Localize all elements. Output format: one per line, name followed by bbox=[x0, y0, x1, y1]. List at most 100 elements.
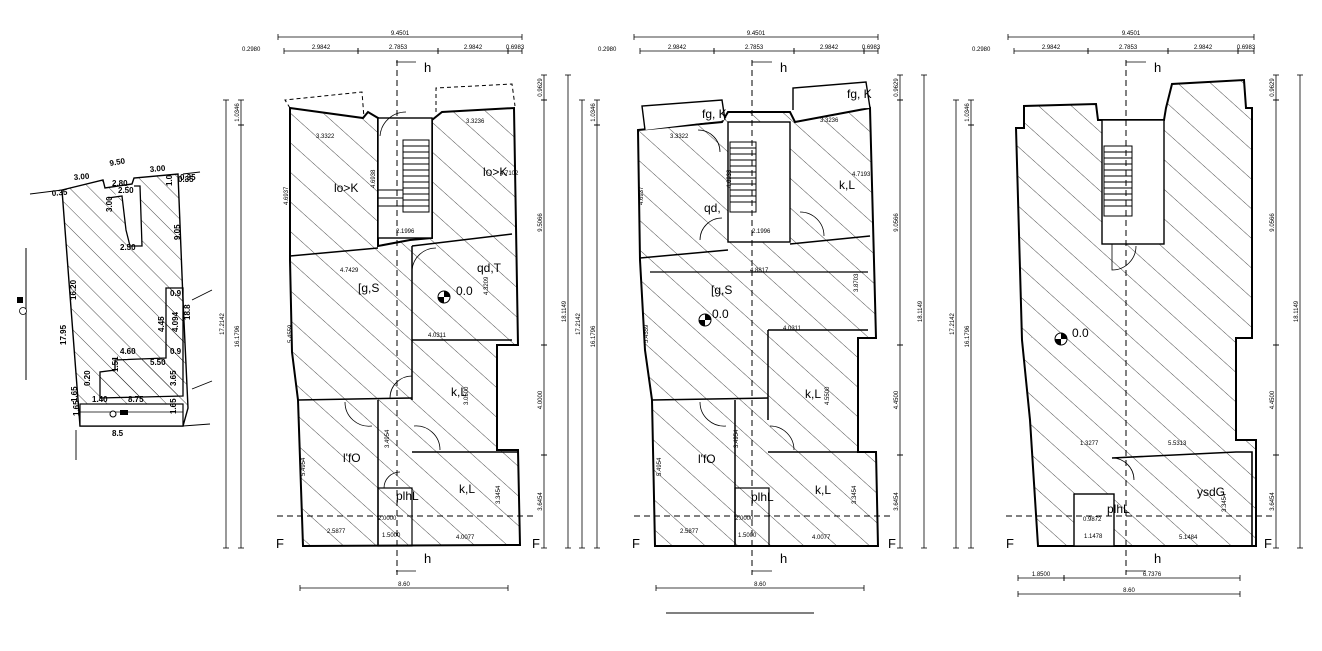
dimension-label: 9.0566 bbox=[894, 213, 900, 232]
inner-dimension: 1.1478 bbox=[1084, 534, 1103, 540]
dimension-label: 2.9842 bbox=[668, 45, 687, 51]
level-label: 0.0 bbox=[1072, 326, 1089, 340]
site-bottom-strip bbox=[79, 403, 184, 427]
site-dimension: 1.65 bbox=[70, 386, 79, 402]
site-dimension: 1.51 bbox=[111, 356, 120, 372]
room-label: fg, K bbox=[847, 87, 872, 101]
site-dimension: 1.40 bbox=[92, 395, 108, 404]
section-mark-h: h bbox=[424, 60, 431, 75]
site-dimension: 0.35 bbox=[178, 175, 194, 184]
dimension-label: 2.9842 bbox=[312, 45, 331, 51]
inner-dimension: 3.3454 bbox=[496, 485, 502, 504]
site-dimension: 1.65 bbox=[169, 398, 178, 414]
site-dimension: 18.8 bbox=[183, 304, 192, 320]
room-label: qd, bbox=[704, 201, 721, 215]
site-dimension: 1.0 bbox=[165, 174, 174, 186]
site-plan: 9.503.003.002.802.500.350.350.351.03.002… bbox=[17, 156, 213, 460]
inner-dimension: 4.0311 bbox=[428, 333, 447, 339]
site-dimension: 3.00 bbox=[105, 196, 114, 212]
inner-dimension: 3.3236 bbox=[820, 118, 839, 124]
dimension-label: 0.6983 bbox=[506, 45, 525, 51]
inner-dimension: 4.5500 bbox=[825, 386, 831, 405]
inner-dimension: 5.4559 bbox=[644, 324, 650, 343]
plan1-stairs bbox=[378, 139, 430, 213]
dimension-label: 18.1149 bbox=[1294, 300, 1300, 322]
section-mark-F: F bbox=[276, 536, 284, 551]
dimension-label: 0.9629 bbox=[538, 78, 544, 97]
room-label: [g,S bbox=[358, 281, 379, 295]
inner-dimension: 5.4559 bbox=[288, 324, 294, 343]
inner-dimension: 4.6937 bbox=[639, 186, 645, 205]
site-dimension: 4.45 bbox=[157, 316, 166, 332]
plan1-bath bbox=[377, 487, 413, 547]
inner-dimension: 3.3322 bbox=[670, 134, 689, 140]
dimension-label: 2.9842 bbox=[1042, 45, 1061, 51]
room-label: k,L bbox=[459, 482, 475, 496]
site-dimension: 0.35 bbox=[51, 188, 68, 198]
dimension-label: 4.4500 bbox=[894, 390, 900, 409]
dimension-label: 1.8500 bbox=[1032, 572, 1051, 578]
site-dimension: 4.60 bbox=[120, 347, 136, 356]
site-dimension: 3.00 bbox=[149, 164, 166, 174]
site-dimension: 17.95 bbox=[59, 324, 68, 345]
room-label: plhL bbox=[751, 490, 774, 504]
inner-dimension: 3.4954 bbox=[734, 429, 740, 448]
section-mark-h: h bbox=[1154, 60, 1161, 75]
site-dimension: 1.65 bbox=[72, 400, 81, 416]
room-label: fg, K bbox=[702, 107, 727, 121]
plan2-level-icon bbox=[698, 313, 712, 327]
room-label: ysdG bbox=[1197, 485, 1225, 499]
inner-dimension: 5.5313 bbox=[1168, 441, 1187, 447]
room-label: plhL bbox=[1107, 502, 1130, 516]
dimension-label: 1.0346 bbox=[235, 103, 241, 122]
dimension-label: 1.0346 bbox=[591, 103, 597, 122]
inner-dimension: 2.5877 bbox=[327, 529, 346, 535]
site-dimension: 2.80 bbox=[112, 179, 128, 188]
dimension-label: 2.7853 bbox=[1119, 45, 1138, 51]
dimension-label: 0.2980 bbox=[242, 47, 261, 53]
room-label: l'fO bbox=[343, 451, 361, 465]
dimension-label: 1.0346 bbox=[965, 103, 971, 122]
level-marker-icon bbox=[109, 410, 128, 418]
section-mark-F: F bbox=[1264, 536, 1272, 551]
room-label: k,L bbox=[815, 483, 831, 497]
section-mark-h: h bbox=[424, 551, 431, 566]
dimension-label: 0.2980 bbox=[598, 47, 617, 53]
site-dimension: 4.094 bbox=[171, 311, 180, 332]
inner-dimension: 3.8703 bbox=[854, 273, 860, 292]
plan1-balcony-left bbox=[284, 91, 365, 119]
section-mark-F: F bbox=[888, 536, 896, 551]
room-label: qd,T bbox=[477, 261, 502, 275]
dimension-label: 18.1149 bbox=[562, 300, 568, 322]
dimension-label: 0.6983 bbox=[862, 45, 881, 51]
dimension-label: 16.1796 bbox=[235, 325, 241, 347]
dimension-label: 17.2142 bbox=[220, 313, 226, 335]
dimension-label: 0.2980 bbox=[972, 47, 991, 53]
plan3-stairs bbox=[1103, 145, 1133, 217]
section-mark-h: h bbox=[780, 551, 787, 566]
dimension-label: 2.9842 bbox=[820, 45, 839, 51]
inner-dimension: 3.3322 bbox=[316, 134, 335, 140]
room-label: k,L bbox=[805, 387, 821, 401]
site-dimension: 0.20 bbox=[83, 370, 92, 386]
site-dimension: 16.20 bbox=[69, 279, 78, 300]
plan2-balcony-left bbox=[641, 99, 726, 131]
section-mark-F: F bbox=[532, 536, 540, 551]
site-dimension: 0.35 bbox=[180, 173, 196, 182]
section-mark-F: F bbox=[1006, 536, 1014, 551]
inner-dimension: 5.1484 bbox=[1179, 535, 1198, 541]
section-mark-h: h bbox=[780, 60, 787, 75]
floor-plan-3 bbox=[1006, 60, 1272, 575]
inner-dimension: 4.0077 bbox=[812, 535, 831, 541]
dimension-label: 2.9842 bbox=[464, 45, 483, 51]
plan2-balcony-right bbox=[792, 81, 871, 110]
inner-dimension: 0.9872 bbox=[1083, 517, 1102, 523]
plan3-room-wall bbox=[1111, 451, 1253, 546]
inner-dimension: 1.5000 bbox=[738, 533, 757, 539]
site-dimension: 9.50 bbox=[109, 156, 126, 168]
section-mark-h: h bbox=[1154, 551, 1161, 566]
site-notch-upper bbox=[107, 185, 143, 247]
room-label: l'fO bbox=[698, 452, 716, 466]
inner-dimension: 2.5877 bbox=[680, 529, 699, 535]
